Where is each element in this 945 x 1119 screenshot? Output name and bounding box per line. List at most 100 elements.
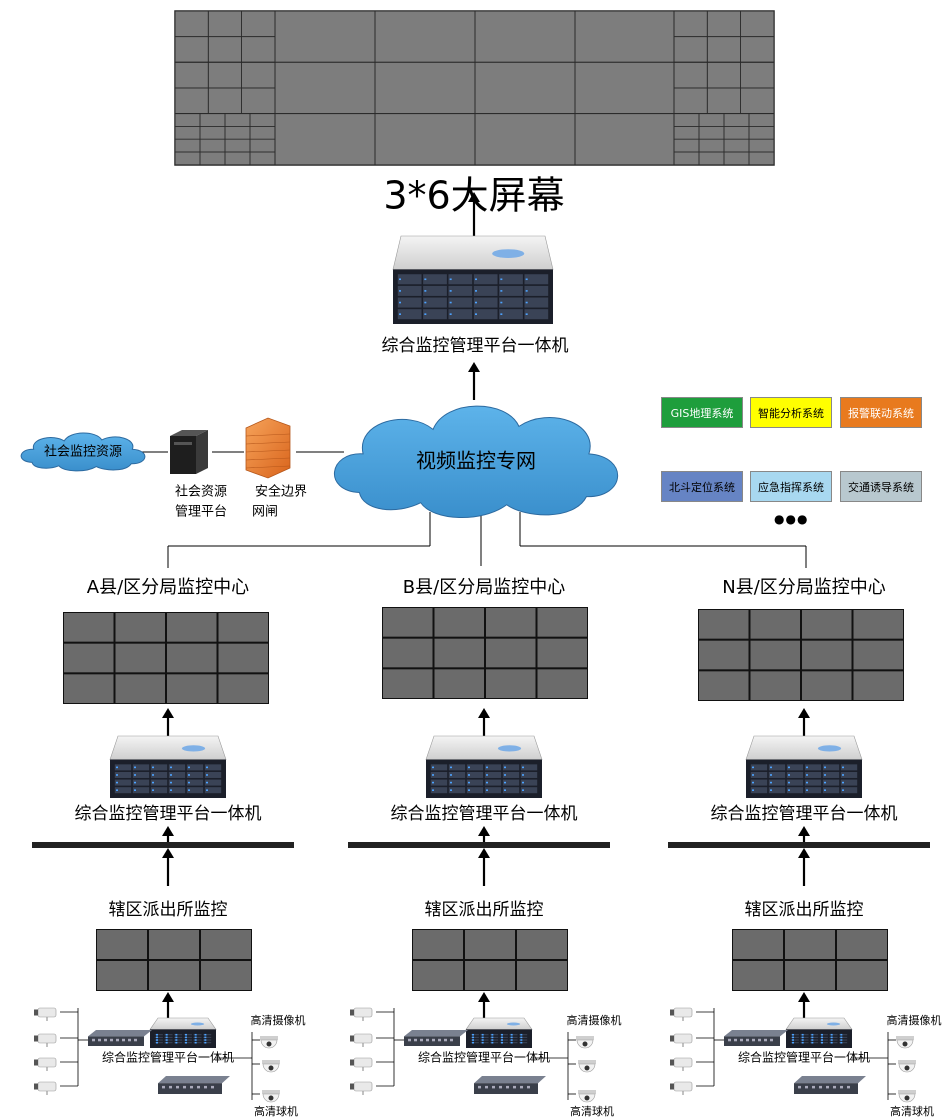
station-server-label-1: 综合监控管理平台一体机: [418, 1050, 550, 1065]
tower-bay: [174, 442, 192, 445]
drive-bay: [423, 285, 447, 296]
drive-bay: [750, 764, 768, 771]
branch-server-icon-0: [109, 735, 227, 798]
server-top: [109, 735, 227, 760]
camera-lens: [34, 1035, 38, 1042]
drive-led: [801, 1041, 804, 1044]
switch-port: [764, 1038, 767, 1042]
drive-bay: [183, 1042, 192, 1044]
switch-top: [88, 1030, 152, 1037]
drive-led: [840, 1039, 843, 1041]
drive-led: [830, 1033, 833, 1036]
dome-lens: [584, 1065, 590, 1071]
switch-port: [176, 1085, 179, 1089]
drive-bay: [786, 779, 804, 786]
screen-tile: [115, 674, 165, 703]
server-top: [465, 1017, 533, 1030]
camera-lens: [350, 1083, 354, 1090]
hd-dome-camera-right-2-0: [896, 1036, 914, 1049]
drive-led: [522, 766, 524, 769]
drive-led: [824, 766, 826, 769]
drive-led: [432, 789, 434, 791]
screen-tile: [537, 669, 587, 698]
drive-led: [510, 1036, 513, 1039]
branch-server-label-1: 综合监控管理平台一体机: [391, 804, 578, 824]
drive-bay: [490, 1042, 499, 1044]
drive-led: [206, 789, 208, 791]
drive-bay: [520, 787, 538, 794]
arrow-head: [798, 992, 810, 1002]
social-platform-server-icon: [170, 430, 208, 474]
drive-led: [504, 774, 506, 776]
switch-port: [826, 1085, 829, 1089]
camera-body: [37, 1033, 57, 1044]
switch-port: [134, 1038, 137, 1042]
screen-tile: [802, 671, 852, 700]
screen-tile: [115, 643, 165, 673]
drive-led: [468, 789, 470, 791]
drive-bay: [480, 1042, 489, 1044]
screen-tile: [167, 613, 217, 642]
drive-bay: [524, 285, 549, 296]
station-switch-bottom-1: [474, 1076, 546, 1094]
drive-led: [792, 1036, 794, 1039]
private-network-label: 视频监控专网: [416, 449, 536, 473]
drive-bay: [114, 787, 132, 794]
drive-led: [450, 789, 452, 791]
network-bus-bar-1: [348, 842, 610, 848]
drive-bay: [499, 285, 523, 296]
drive-bay: [519, 1042, 528, 1044]
drive-led: [525, 301, 528, 304]
drive-led: [152, 789, 154, 791]
security-gateway-firewall-icon: [245, 417, 291, 479]
switch-port: [98, 1038, 101, 1042]
drive-led: [432, 781, 434, 784]
drive-bay: [829, 1042, 838, 1044]
system-box-1: 智能分析系统: [750, 397, 832, 428]
drive-bay: [164, 1036, 173, 1038]
drive-led: [194, 1039, 197, 1041]
hd-camera-left-0-3: [34, 1081, 57, 1095]
drive-bay: [466, 764, 484, 771]
drive-bay: [150, 764, 168, 771]
station-switch-left-0: [88, 1030, 152, 1046]
drive-bay: [186, 771, 204, 778]
drive-led: [792, 1041, 794, 1044]
screen-tile: [413, 961, 463, 990]
hd-dome-camera-right-2-2: [898, 1090, 916, 1103]
station-server-label-2: 综合监控管理平台一体机: [738, 1050, 870, 1065]
switch-port: [746, 1038, 749, 1042]
screen-tile: [486, 669, 536, 698]
drive-led: [475, 313, 477, 315]
hd-dome-camera-right-1-0: [576, 1036, 594, 1049]
drive-bay: [423, 297, 447, 308]
drive-bay: [804, 771, 822, 778]
drive-led: [449, 290, 452, 292]
drive-bay: [204, 787, 222, 794]
drive-bay: [804, 779, 822, 786]
drive-led: [450, 781, 452, 784]
switch-port: [847, 1085, 850, 1089]
server-logo: [497, 745, 522, 752]
drive-bay: [509, 1042, 518, 1044]
big-screen-tile: [374, 113, 476, 166]
drive-led: [134, 789, 136, 791]
server-front: [466, 1029, 532, 1048]
drive-led: [475, 290, 477, 292]
drive-bay: [473, 274, 498, 285]
screen-tile: [699, 671, 749, 700]
drive-led: [156, 1033, 158, 1036]
screen-tile: [383, 669, 433, 698]
server-logo: [826, 1022, 841, 1026]
switch-port: [752, 1038, 755, 1042]
camera-body: [353, 1057, 373, 1068]
drive-led: [206, 781, 208, 784]
switch-port: [169, 1085, 172, 1089]
server-top: [745, 735, 863, 760]
screen-tile: [167, 643, 217, 673]
drive-bay: [819, 1039, 828, 1041]
drive-bay: [499, 1034, 508, 1036]
drive-led: [170, 766, 172, 769]
dome-mount: [898, 1060, 916, 1064]
drive-bay: [502, 764, 520, 771]
